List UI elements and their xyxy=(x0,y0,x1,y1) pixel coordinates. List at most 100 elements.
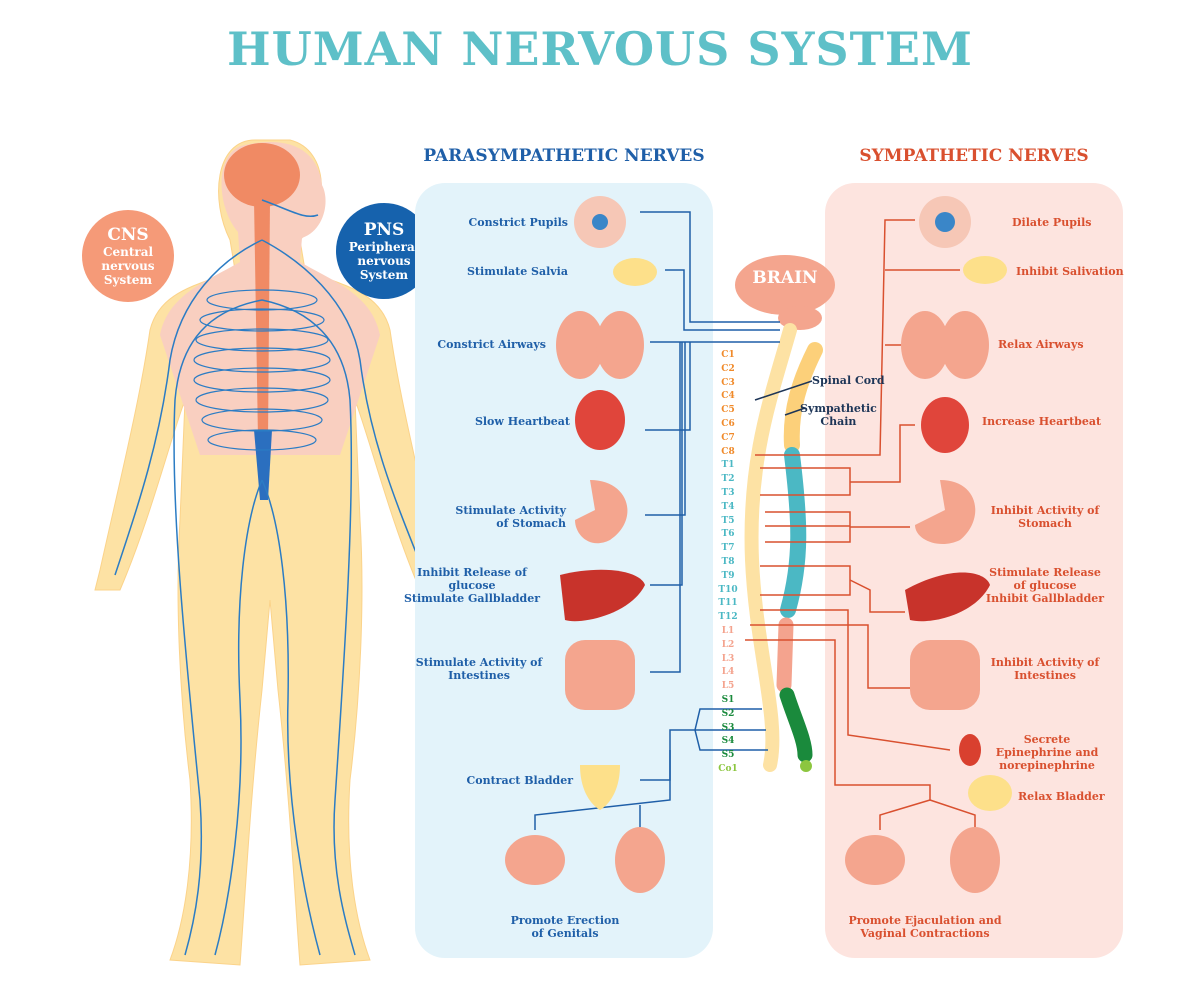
vertebra-label-t5: T5 xyxy=(721,515,735,526)
para-label-constrict-airways: Constrict Airways xyxy=(437,338,546,351)
line: of Stomach xyxy=(496,517,566,530)
sympathetic-chain-cervical xyxy=(783,342,823,453)
vertebra-label-s2: S2 xyxy=(721,708,735,719)
line: Secrete xyxy=(1023,733,1071,746)
vertebra-label-s3: S3 xyxy=(721,722,735,733)
sympathetic-chain-line1: Sympathetic xyxy=(800,402,877,415)
female-reproductive-icon xyxy=(505,835,565,885)
vertebra-label-l1: L1 xyxy=(721,626,735,636)
liver-icon xyxy=(560,569,645,622)
adrenal-kidney-icon xyxy=(959,734,981,766)
vertebra-label-t4: T4 xyxy=(721,501,735,512)
lungs-icon xyxy=(556,311,604,379)
sympathetic-nerve-lines xyxy=(745,219,976,830)
vertebra-label-t10: T10 xyxy=(718,584,738,595)
para-organs xyxy=(505,196,665,893)
vertebra-label-t7: T7 xyxy=(721,543,735,554)
vertebra-label-l4: L4 xyxy=(721,667,735,678)
vertebra-label-c4: C4 xyxy=(721,391,735,402)
cns-line1: Central xyxy=(102,245,154,259)
vertebra-label-t11: T11 xyxy=(718,598,738,609)
vertebra-label-c6: C6 xyxy=(721,419,735,429)
sympathetic-chain-lumbar xyxy=(776,617,794,693)
peripheral-nerves xyxy=(114,199,426,956)
cns-abbr: CNS xyxy=(107,225,149,245)
parasympathetic-nerve-lines xyxy=(534,211,780,830)
vertebra-label-c1: C1 xyxy=(721,350,735,360)
symp-label-dilate-pupils: Dilate Pupils xyxy=(1012,216,1092,229)
vertebra-label-c7: C7 xyxy=(721,432,735,443)
vertebra-label-t9: T9 xyxy=(721,570,735,581)
vertebra-label-l3: L3 xyxy=(721,653,735,664)
bladder-icon xyxy=(580,765,620,810)
symp-label-increase-heartbeat: Increase Heartbeat xyxy=(982,415,1102,428)
vertebra-label-t3: T3 xyxy=(721,488,735,498)
heart-icon xyxy=(921,397,969,453)
spinal-cord-label: Spinal Cord xyxy=(812,374,885,387)
pns-abbr: PNS xyxy=(363,220,405,240)
symp-organs xyxy=(845,196,1012,893)
line: Inhibit Release of xyxy=(417,566,527,579)
line: of glucose xyxy=(1013,579,1077,592)
brain-label: BRAIN xyxy=(752,268,818,288)
sympathetic-chain-line2: Chain xyxy=(820,415,857,428)
line: Stimulate Activity xyxy=(455,504,566,517)
pns-line1: Peripheral xyxy=(348,240,420,254)
symp-label-inhibit-salivation: Inhibit Salivation xyxy=(1016,265,1124,278)
vertebra-label-t1: T1 xyxy=(721,460,735,471)
line: Stimulate Activity of xyxy=(415,656,543,669)
line: of Genitals xyxy=(531,927,599,940)
line: norepinephrine xyxy=(999,759,1095,772)
sympathetic-chain-thoracic xyxy=(780,447,807,618)
line: Stimulate Gallbladder xyxy=(403,592,541,605)
line: glucose xyxy=(448,579,496,592)
heart-icon xyxy=(575,390,625,450)
line: Inhibit Activity of xyxy=(990,656,1100,669)
line: Inhibit Activity of xyxy=(990,504,1100,517)
lungs-icon xyxy=(901,311,949,379)
vertebra-label-c3: C3 xyxy=(721,377,735,388)
para-label-stimulate-salvia: Stimulate Salvia xyxy=(466,265,568,278)
vertebra-label-s1: S1 xyxy=(721,695,735,705)
vertebra-label-co1: Co1 xyxy=(718,764,738,774)
symp-label-relax-bladder: Relax Bladder xyxy=(1018,790,1105,803)
stomach-icon xyxy=(915,480,976,545)
para-label-contract-bladder: Contract Bladder xyxy=(466,774,573,787)
liver-icon xyxy=(905,572,990,622)
para-label-constrict-pupils: Constrict Pupils xyxy=(468,216,568,229)
vertebra-label-t8: T8 xyxy=(721,557,735,567)
male-reproductive-icon xyxy=(615,827,665,893)
sympathetic-heading: SYMPATHETIC NERVES xyxy=(859,146,1089,166)
vertebra-label-l2: L2 xyxy=(721,639,735,650)
vertebra-label-c8: C8 xyxy=(721,446,735,457)
page-title: HUMAN NERVOUS SYSTEM xyxy=(227,22,973,76)
stomach-icon xyxy=(575,480,628,544)
pns-line2: nervous xyxy=(357,254,411,268)
line: Promote Ejaculation and xyxy=(848,914,1002,927)
symp-label-relax-airways: Relax Airways xyxy=(998,338,1084,351)
intestines-icon xyxy=(565,640,635,710)
line: Intestines xyxy=(1014,669,1076,682)
vertebra-label-t2: T2 xyxy=(721,474,735,485)
vertebra-label-s4: S4 xyxy=(721,736,735,747)
vertebra-label-s5: S5 xyxy=(721,750,735,761)
coccygeal-ganglion xyxy=(800,760,812,772)
vertebra-label-c5: C5 xyxy=(721,405,735,416)
line: Vaginal Contractions xyxy=(860,927,990,940)
line: Epinephrine and xyxy=(995,746,1099,759)
line: Stomach xyxy=(1018,517,1072,530)
cns-line2: nervous xyxy=(101,259,155,273)
vertebra-label-c2: C2 xyxy=(721,363,735,374)
line: Stimulate Release xyxy=(989,566,1101,579)
